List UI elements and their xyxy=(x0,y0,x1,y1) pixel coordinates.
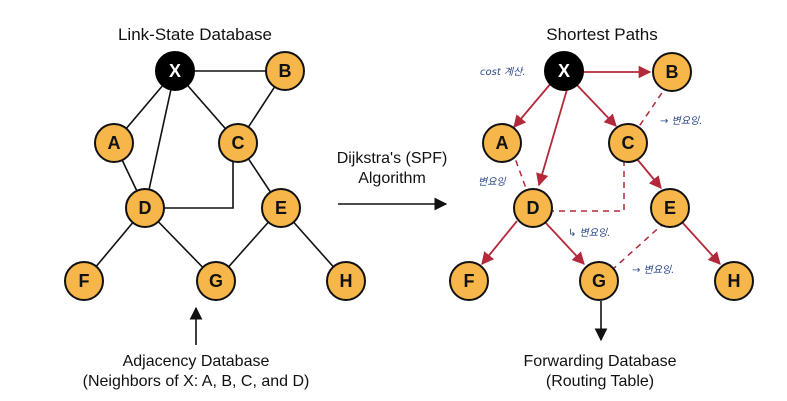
svg-text:E: E xyxy=(275,198,287,218)
svg-text:B: B xyxy=(666,62,679,82)
spt-node-f: F xyxy=(449,261,489,301)
spt-node-x: X xyxy=(544,51,584,91)
svg-text:H: H xyxy=(340,271,353,291)
svg-text:H: H xyxy=(728,271,741,291)
spf-label-line2: Algorithm xyxy=(358,170,426,187)
svg-text:F: F xyxy=(464,271,475,291)
spt-node-b: B xyxy=(652,52,692,92)
svg-text:F: F xyxy=(79,271,90,291)
note-g-e: → 변요잉. xyxy=(632,264,674,276)
adjacency-caption-line1: Adjacency Database xyxy=(123,353,270,370)
svg-text:C: C xyxy=(622,133,635,153)
svg-text:A: A xyxy=(496,133,509,153)
spt-node-d: D xyxy=(513,188,553,228)
note-b-c: → 변요잉. xyxy=(660,115,702,127)
note-cost: cost 계산. xyxy=(480,66,526,78)
spf-label-line1: Dijkstra's (SPF) xyxy=(337,150,448,167)
svg-text:X: X xyxy=(558,61,570,81)
forwarding-caption-line2: (Routing Table) xyxy=(546,373,654,390)
forwarding-caption-line1: Forwarding Database xyxy=(524,353,677,370)
spt-dashed-links xyxy=(511,83,669,271)
note-d-c: ↳ 변요잉. xyxy=(568,227,610,239)
svg-text:X: X xyxy=(169,61,181,81)
spt-node-e: E xyxy=(650,188,690,228)
note-a-d: 변요잉 xyxy=(478,176,506,188)
lsdb-node-b: B xyxy=(265,51,305,91)
lsdb-node-h: H xyxy=(326,261,366,301)
spt-node-c: C xyxy=(608,123,648,163)
lsdb-node-d: D xyxy=(125,188,165,228)
spt-node-a: A xyxy=(482,123,522,163)
lsdb-node-x: X xyxy=(155,51,195,91)
lsdb-node-g: G xyxy=(196,261,236,301)
spt-path-arrows xyxy=(481,65,721,265)
svg-text:A: A xyxy=(108,133,121,153)
lsdb-node-a: A xyxy=(94,123,134,163)
svg-text:D: D xyxy=(527,198,540,218)
svg-text:G: G xyxy=(592,271,606,291)
svg-text:B: B xyxy=(279,61,292,81)
lsdb-edges xyxy=(83,70,347,282)
spt-node-h: H xyxy=(714,261,754,301)
lsdb-title: Link-State Database xyxy=(118,25,272,44)
svg-text:E: E xyxy=(664,198,676,218)
svg-text:D: D xyxy=(139,198,152,218)
lsdb-node-e: E xyxy=(261,188,301,228)
lsdb-node-f: F xyxy=(64,261,104,301)
svg-text:G: G xyxy=(209,271,223,291)
svg-text:C: C xyxy=(232,133,245,153)
spt-node-g: G xyxy=(579,261,619,301)
lsdb-node-c: C xyxy=(218,123,258,163)
adjacency-caption-line2: (Neighbors of X: A, B, C, and D) xyxy=(83,373,310,390)
spt-title: Shortest Paths xyxy=(546,25,658,44)
